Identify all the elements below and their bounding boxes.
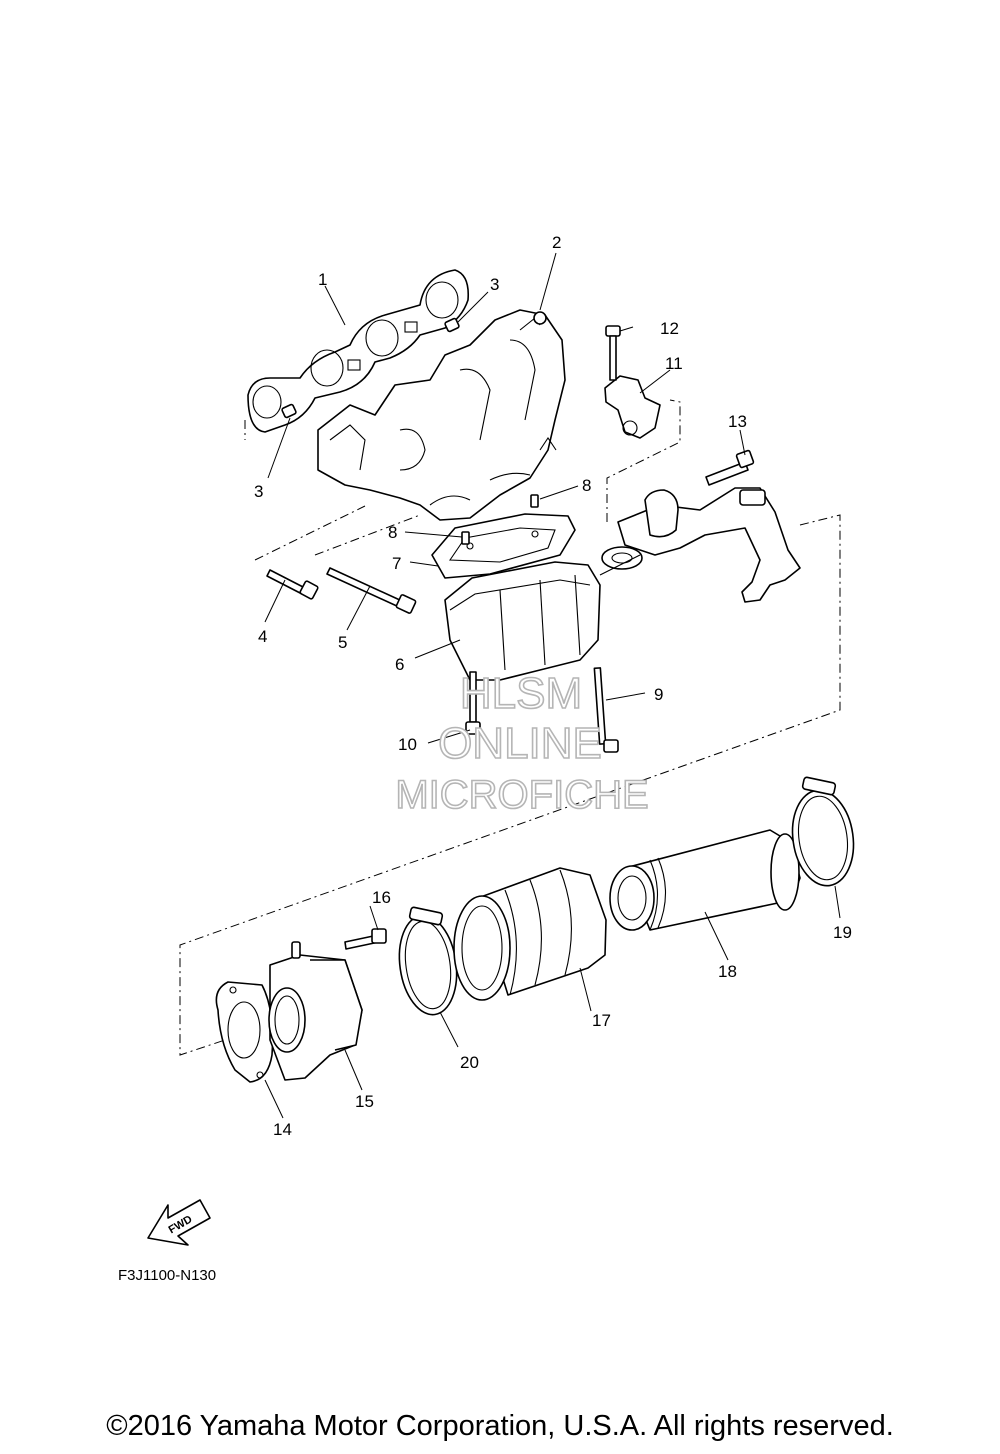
bolt bbox=[344, 928, 387, 950]
watermark: HLSM ONLINE MICROFICHE bbox=[395, 668, 650, 818]
diagram-code: F3J1100-N130 bbox=[118, 1267, 216, 1284]
svg-text:MICROFICHE: MICROFICHE bbox=[395, 773, 648, 817]
joint-hose bbox=[453, 867, 607, 1001]
hose-clamp bbox=[791, 776, 855, 887]
callout-5: 5 bbox=[338, 633, 347, 652]
dowel-pin bbox=[461, 494, 539, 545]
callout-14: 14 bbox=[273, 1120, 292, 1139]
callout-1: 1 bbox=[318, 270, 327, 289]
bolt bbox=[326, 567, 417, 614]
callout-19: 19 bbox=[833, 923, 852, 942]
water-pipe bbox=[617, 487, 801, 603]
callout-16: 16 bbox=[372, 888, 391, 907]
hose-clamp bbox=[398, 906, 458, 1016]
copyright-notice: ©2016 Yamaha Motor Corporation, U.S.A. A… bbox=[106, 1410, 894, 1442]
bolt bbox=[266, 569, 319, 600]
callout-11: 11 bbox=[665, 354, 683, 373]
exhaust-manifold bbox=[317, 309, 566, 521]
muffler bbox=[444, 546, 643, 681]
bolt bbox=[593, 667, 619, 753]
callout-8: 8 bbox=[582, 476, 591, 495]
callout-9: 9 bbox=[654, 685, 663, 704]
callout-3: 3 bbox=[490, 275, 499, 294]
callout-6: 6 bbox=[395, 655, 404, 674]
bolt bbox=[465, 671, 481, 735]
bracket bbox=[604, 375, 661, 439]
bolt bbox=[605, 325, 621, 381]
callout-18: 18 bbox=[718, 962, 737, 981]
callout-13: 13 bbox=[728, 412, 747, 431]
callout-2: 2 bbox=[552, 233, 561, 252]
callout-17: 17 bbox=[592, 1011, 611, 1030]
exhaust-outlet bbox=[268, 941, 363, 1081]
callout-12: 12 bbox=[660, 319, 679, 338]
plate-gasket bbox=[215, 981, 274, 1083]
callout-4: 4 bbox=[258, 627, 267, 646]
dowel-pin bbox=[281, 317, 460, 419]
bolt bbox=[705, 449, 755, 486]
callout-8: 8 bbox=[388, 523, 397, 542]
exhaust-pipe bbox=[609, 829, 801, 931]
leader-lines bbox=[264, 252, 841, 1119]
callout-10: 10 bbox=[398, 735, 417, 754]
callout-3: 3 bbox=[254, 482, 263, 501]
svg-text:HLSM: HLSM bbox=[460, 669, 582, 718]
assembly-guide-lines bbox=[179, 399, 841, 1056]
callout-labels: 1 2 3 3 4 5 6 7 8 8 9 10 11 12 13 14 15 … bbox=[254, 233, 852, 1139]
svg-text:ONLINE: ONLINE bbox=[438, 719, 602, 768]
callout-20: 20 bbox=[460, 1053, 479, 1072]
callout-15: 15 bbox=[355, 1092, 374, 1111]
callout-7: 7 bbox=[392, 554, 401, 573]
fwd-arrow-icon: FWD bbox=[147, 1199, 211, 1246]
manifold-gasket bbox=[247, 269, 470, 433]
